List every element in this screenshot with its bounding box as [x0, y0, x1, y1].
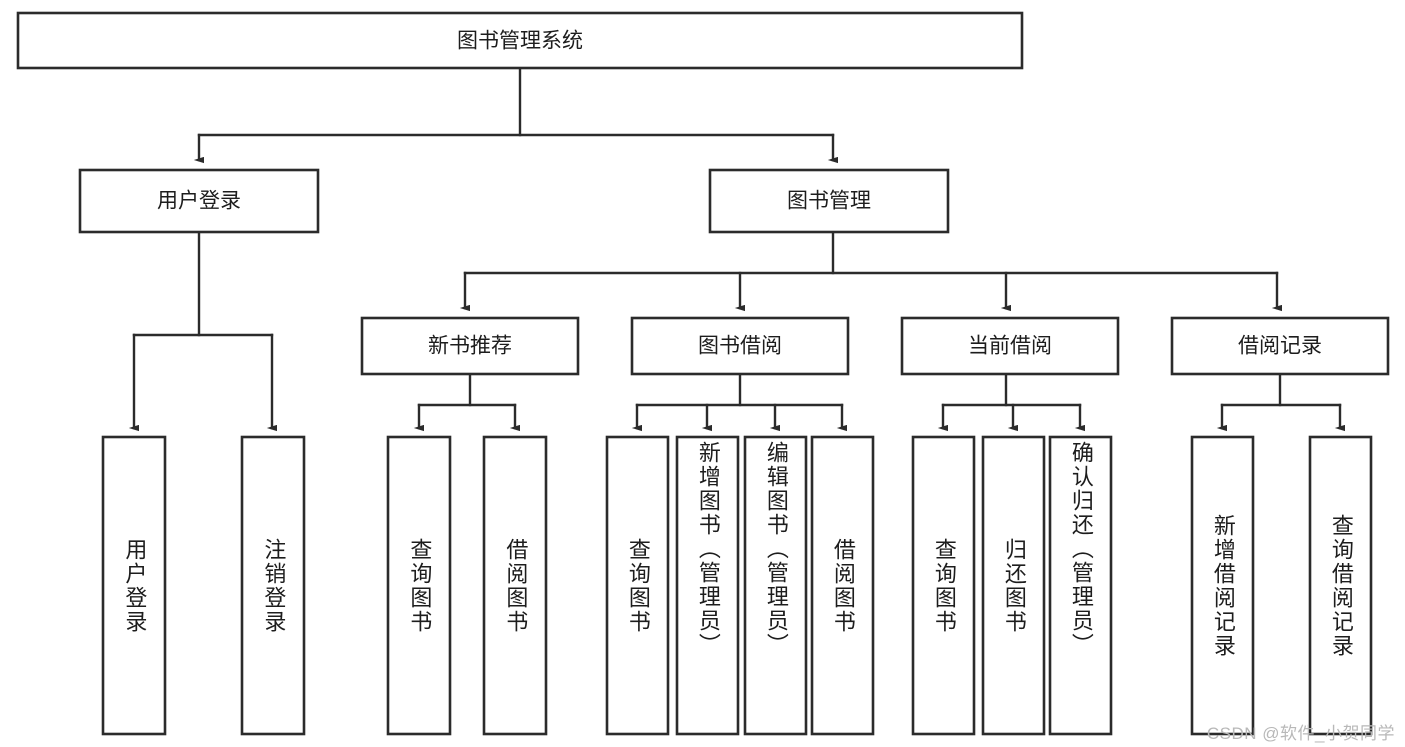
node-box-leaf-user-login[interactable]	[101, 435, 167, 736]
node-box-leaf-query-book-current[interactable]	[911, 435, 976, 736]
node-box-root[interactable]	[16, 11, 1024, 70]
node-box-leaf-confirm-return-admin[interactable]	[1048, 435, 1113, 736]
node-box-user-login[interactable]	[78, 168, 320, 234]
node-box-leaf-query-borrow-record[interactable]	[1308, 435, 1373, 736]
node-box-new-book-recommend[interactable]	[360, 316, 580, 376]
connector-group-user-login	[128, 230, 278, 432]
connector-group-root	[193, 66, 839, 164]
connector-group-current-borrow	[937, 372, 1086, 432]
node-label-borrow-record: 借阅记录	[1238, 335, 1322, 358]
node-box-leaf-add-book-admin[interactable]	[675, 435, 740, 736]
node-box-leaf-borrow-book[interactable]	[810, 435, 875, 736]
node-box-book-borrow[interactable]	[630, 316, 850, 376]
node-box-current-borrow[interactable]	[900, 316, 1120, 376]
node-box-book-management[interactable]	[708, 168, 950, 234]
node-box-leaf-edit-book-admin[interactable]	[743, 435, 808, 736]
node-box-leaf-borrow-book-rec[interactable]	[482, 435, 548, 736]
node-label-book-management: 图书管理	[787, 190, 871, 213]
node-label-root: 图书管理系统	[457, 30, 583, 53]
connector-group-book-borrow	[631, 372, 848, 432]
node-box-leaf-query-book-borrow[interactable]	[605, 435, 670, 736]
node-label-current-borrow: 当前借阅	[968, 335, 1052, 358]
node-box-leaf-add-borrow-record[interactable]	[1190, 435, 1255, 736]
node-label-book-borrow: 图书借阅	[698, 335, 782, 358]
node-box-borrow-record[interactable]	[1170, 316, 1390, 376]
node-box-leaf-return-book[interactable]	[981, 435, 1046, 736]
node-label-user-login: 用户登录	[157, 190, 241, 213]
connector-group-book-management	[459, 230, 1283, 312]
connector-group-new-book-recommend	[413, 372, 521, 432]
node-label-new-book-recommend: 新书推荐	[428, 335, 512, 358]
watermark-text: CSDN @软件_小贺同学	[1206, 724, 1395, 743]
node-box-leaf-query-book-rec[interactable]	[386, 435, 452, 736]
connector-group-borrow-record	[1216, 372, 1346, 432]
node-box-leaf-logout[interactable]	[240, 435, 306, 736]
